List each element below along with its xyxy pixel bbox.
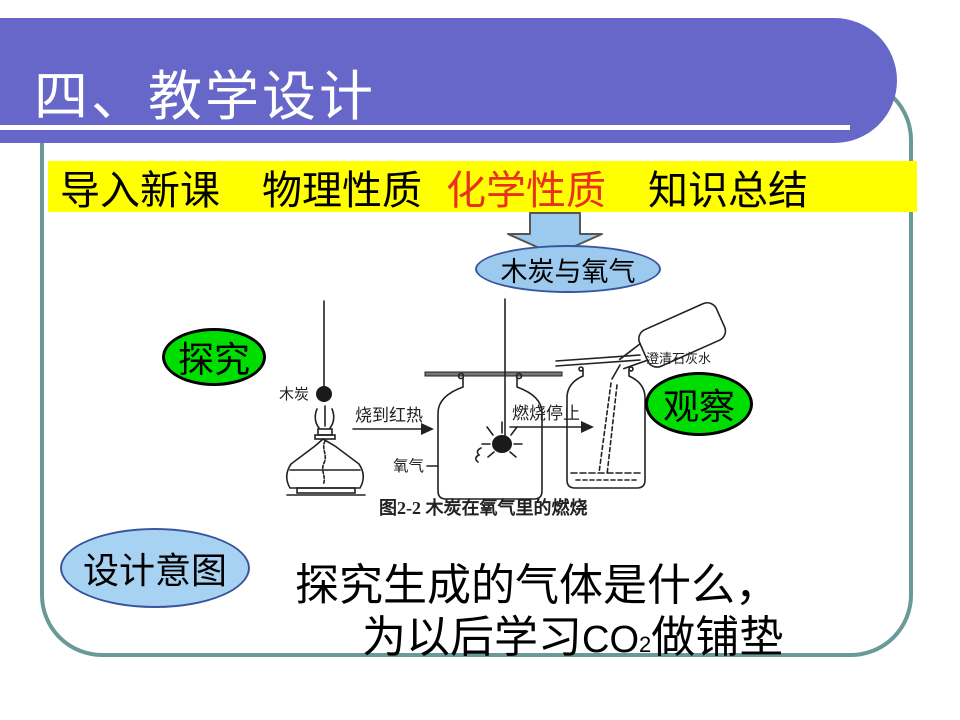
design-intent-bubble: 设计意图 — [60, 528, 250, 608]
explore-callout: 探究 — [162, 328, 266, 386]
charcoal-label: 木炭 — [279, 386, 309, 403]
topic-bubble-label: 木炭与氧气 — [500, 256, 636, 287]
nav-item-summary[interactable]: 知识总结 — [648, 167, 808, 213]
experiment-diagram: 木炭 烧到红热 氧气 燃烧停止 — [279, 298, 727, 518]
intent-line2-pre: 为以后学习 — [362, 613, 582, 662]
alcohol-lamp-assembly — [285, 300, 366, 496]
co2-subscript: 2 — [639, 632, 652, 657]
nav-item-chemical[interactable]: 化学性质 — [446, 167, 606, 213]
step1-label: 烧到红热 — [355, 406, 423, 425]
observe-label: 观察 — [662, 387, 735, 427]
limewater-label: 澄清石灰水 — [646, 351, 711, 366]
oxygen-bottle — [424, 298, 563, 500]
design-intent-label: 设计意图 — [82, 551, 227, 591]
nav-item-physical[interactable]: 物理性质 — [262, 167, 422, 213]
oxygen-label: 氧气 — [393, 457, 424, 475]
explore-label: 探究 — [177, 340, 250, 380]
intent-text-line1: 探究生成的气体是什么， — [295, 561, 779, 610]
topic-bubble: 木炭与氧气 — [475, 245, 661, 293]
step2-label: 燃烧停止 — [512, 404, 580, 423]
title-banner: 四、教学设计 — [0, 18, 897, 143]
nav-item-intro[interactable]: 导入新课 — [60, 167, 220, 213]
page-title: 四、教学设计 — [34, 67, 376, 127]
co2-formula: CO — [582, 619, 639, 661]
nav-bar: 导入新课 物理性质 化学性质 知识总结 — [48, 161, 917, 213]
intent-line2-post: 做铺垫 — [651, 613, 784, 662]
figure-caption: 图2-2 木炭在氧气里的燃烧 — [379, 497, 588, 518]
limewater-bottle — [555, 301, 727, 489]
banner-underline — [0, 125, 850, 130]
intent-text-line2: 为以后学习CO2做铺垫 — [362, 601, 783, 665]
observe-callout: 观察 — [645, 372, 753, 436]
